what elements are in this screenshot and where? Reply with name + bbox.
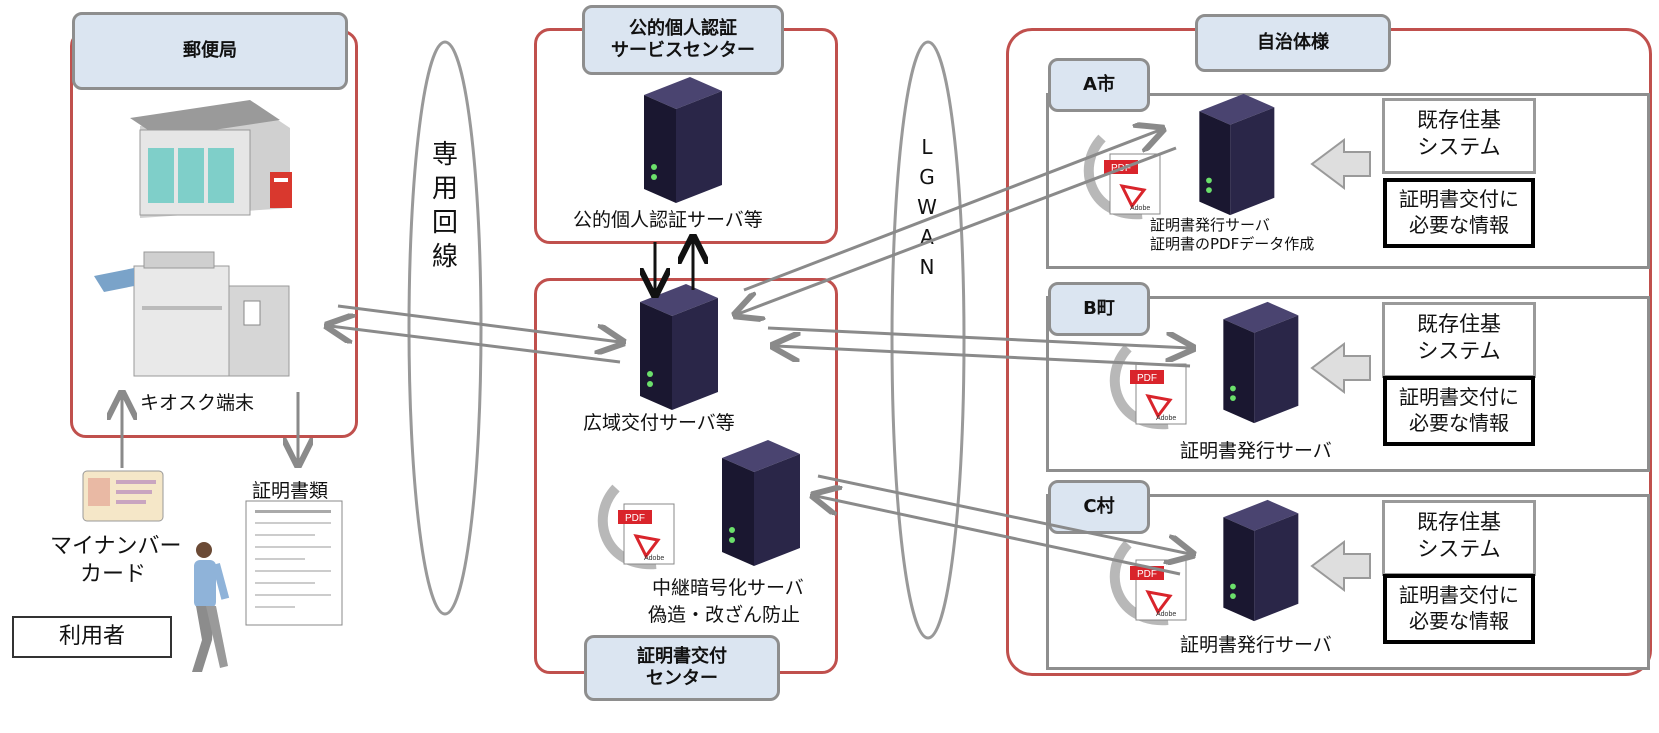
leased-line-label: 専 用 回 線 [431, 140, 458, 272]
city-a-server-icon [1199, 93, 1275, 216]
walking-person-icon [192, 542, 230, 672]
city-a-info-box: 証明書交付に必要な情報 [1383, 178, 1535, 248]
my-number-card-icon [82, 470, 164, 522]
svg-text:Adobe: Adobe [1156, 415, 1176, 422]
city-c-tag: C村 [1048, 480, 1150, 534]
certificate-document-icon [245, 500, 343, 626]
city-b-info-box: 証明書交付に必要な情報 [1383, 376, 1535, 446]
city-b-server-icon [1223, 301, 1299, 424]
city-a-system-box: 既存住基システム [1382, 98, 1536, 174]
jpki-center-tag: 公的個人認証サービスセンター [582, 5, 784, 75]
wide-area-server-icon [640, 284, 718, 410]
city-c-server-label: 証明書発行サーバ [1180, 634, 1332, 656]
city-a-server-label: 証明書発行サーバ証明書のPDFデータ作成 [1150, 216, 1315, 253]
svg-text:PDF: PDF [1137, 373, 1157, 384]
user-label-box: 利用者 [12, 616, 172, 658]
pdf-icon: PDF Adobe [1083, 134, 1161, 220]
post-office-tag: 郵便局 [72, 12, 348, 90]
my-number-card-label-2: カード [80, 562, 147, 587]
leased-line-oval [407, 40, 483, 616]
certificates-label: 証明書類 [252, 480, 329, 502]
city-c-info-box: 証明書交付に必要な情報 [1383, 574, 1535, 644]
svg-text:Adobe: Adobe [644, 555, 664, 562]
svg-text:PDF: PDF [625, 513, 645, 524]
city-b-tag: B町 [1048, 282, 1150, 336]
relay-encryption-server-icon [722, 440, 800, 566]
pdf-icon: PDF Adobe [1109, 344, 1187, 430]
kiosk-label: キオスク端末 [140, 392, 255, 414]
city-b-server-label: 証明書発行サーバ [1180, 440, 1332, 462]
municipality-tag: 自治体様 [1195, 14, 1391, 72]
city-c-server-icon [1223, 499, 1299, 622]
issuance-center-tag: 証明書交付センター [584, 635, 780, 701]
pdf-icon: PDF Adobe [597, 484, 675, 570]
svg-text:Adobe: Adobe [1130, 205, 1150, 212]
my-number-card-label-1: マイナンバー [50, 534, 182, 559]
svg-text:Adobe: Adobe [1156, 611, 1176, 618]
city-a-tag: A市 [1048, 58, 1150, 112]
relay-server-label-1: 中継暗号化サーバ [652, 577, 804, 599]
svg-text:PDF: PDF [1137, 569, 1157, 580]
lgwan-oval [890, 40, 966, 640]
relay-server-label-2: 偽造・改ざん防止 [648, 604, 801, 626]
jpki-server-icon [644, 77, 722, 203]
post-office-building-icon [130, 100, 292, 218]
kiosk-terminal-icon [94, 251, 290, 377]
jpki-server-label: 公的個人認証サーバ等 [573, 209, 763, 231]
wide-area-server-label: 広域交付サーバ等 [583, 412, 735, 434]
